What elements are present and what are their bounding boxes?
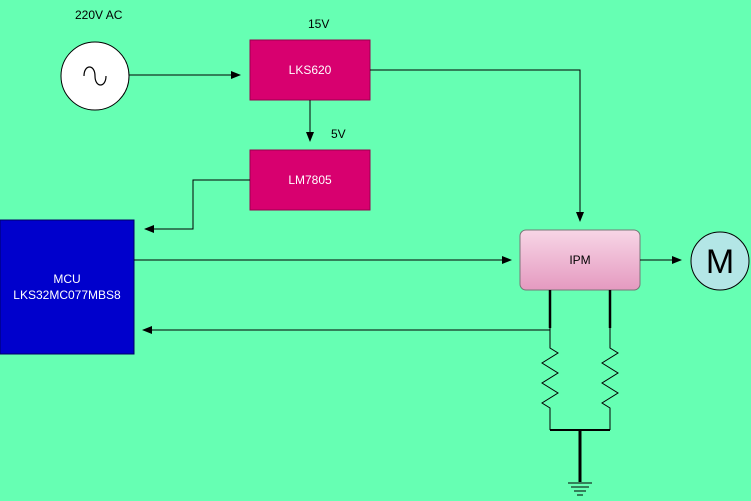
lks620-block: LKS620 xyxy=(249,39,371,101)
lm7805-label: LM7805 xyxy=(288,173,332,187)
mcu-part-number: LKS32MC077MBS8 xyxy=(13,288,121,302)
ipm-label: IPM xyxy=(569,253,590,267)
lks620-label: LKS620 xyxy=(289,63,332,77)
motor: M xyxy=(690,231,750,291)
ac-sine-icon xyxy=(83,66,107,86)
ground-icon xyxy=(568,482,592,496)
wire-lks620-to-ipm xyxy=(370,69,584,222)
resistor-icon xyxy=(541,328,559,430)
ipm-block: IPM xyxy=(519,229,641,291)
mcu-block: MCU LKS32MC077MBS8 xyxy=(0,219,135,355)
motor-label: M xyxy=(706,243,734,281)
voltage-5v-label: 5V xyxy=(331,127,346,141)
lm7805-block: LM7805 xyxy=(249,149,371,211)
wire-lm7805-to-mcu xyxy=(144,179,250,233)
resistor-icon xyxy=(601,328,619,430)
ac-source-label: 220V AC xyxy=(75,8,123,22)
ac-source xyxy=(60,41,130,111)
mcu-label: MCU xyxy=(53,272,80,286)
voltage-15v-label: 15V xyxy=(308,17,329,31)
